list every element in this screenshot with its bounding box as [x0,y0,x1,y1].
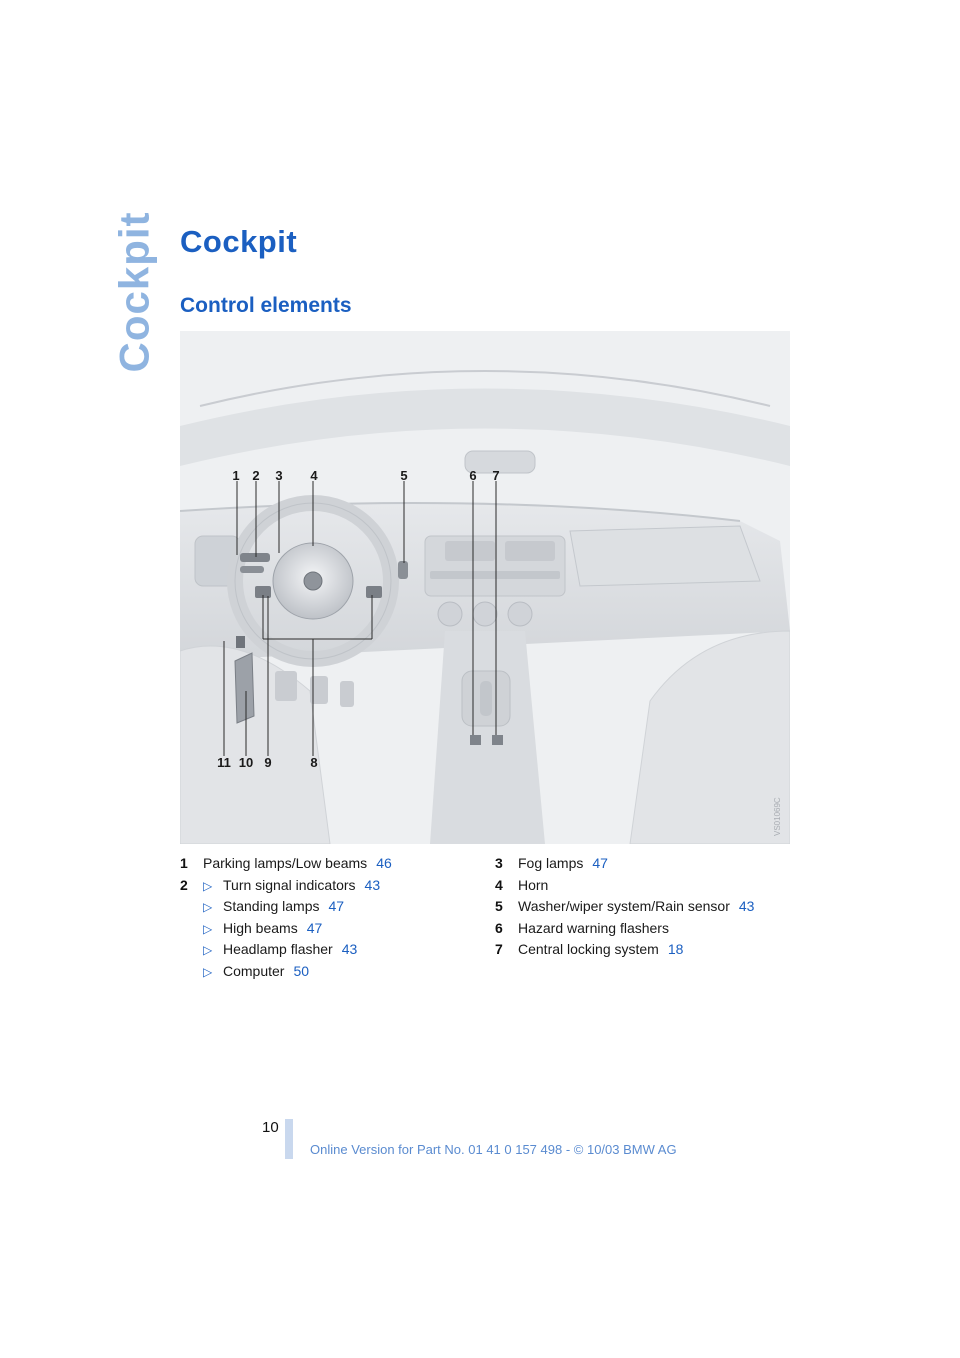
triangle-bullet-icon: ▷ [203,921,213,936]
callout-6: 6 [469,468,476,483]
triangle-bullet-icon: ▷ [203,878,213,893]
callout-2: 2 [252,468,259,483]
legend-left-column: 1 Parking lamps/Low beams 46 2 ▷ Turn si… [180,852,480,981]
callout-5: 5 [400,468,407,483]
page-reference-link[interactable]: 47 [592,855,608,871]
triangle-bullet-icon: ▷ [203,943,213,957]
page-reference-link[interactable]: 43 [364,876,381,893]
page-number: 10 [262,1119,279,1136]
page-reference-link[interactable]: 47 [328,898,345,914]
list-subitem: ▷ High beams 47 [180,917,480,939]
callout-11: 11 [217,755,231,770]
cockpit-drawing: 1 2 3 4 5 6 7 11 10 9 8 VS01069C [180,370,790,844]
list-subitem: ▷ Standing lamps 47 [180,895,480,917]
list-item: 3 Fog lamps 47 [495,852,795,874]
list-item: 5 Washer/wiper system/Rain sensor 43 [495,895,795,917]
callout-7: 7 [492,468,499,483]
callout-3: 3 [275,468,282,483]
section-title: Control elements [180,294,352,317]
list-item: 6 Hazard warning flashers [495,919,669,936]
page-reference-link[interactable]: 18 [667,941,684,957]
center-console [430,631,545,844]
callout-leaders [223,481,497,756]
page-reference-link[interactable]: 47 [306,919,323,936]
page-reference-link[interactable]: 43 [341,941,358,957]
callout-10: 10 [239,755,253,770]
list-subitem: ▷ Computer 50 [180,960,480,982]
callout-4: 4 [310,468,318,483]
cockpit-illustration: 1 2 3 4 5 6 7 11 10 9 8 VS01069C [180,331,790,844]
figure-code: VS01069C [773,797,782,836]
triangle-bullet-icon: ▷ [203,900,213,914]
side-chapter-tab: Cockpit [108,211,160,372]
list-item: 7 Central locking system 18 [495,938,795,960]
legend-right-column: 3 Fog lamps 47 4 Horn 5 Washer/wiper sys… [495,852,795,960]
page-title: Cockpit [180,224,298,259]
footer-accent-bar [285,1119,293,1159]
bmw-logo [303,571,323,591]
side-chapter-label: Cockpit [110,211,158,373]
list-subitem: ▷ Headlamp flasher 43 [180,938,480,960]
windshield-frame [180,388,790,466]
callout-9: 9 [264,755,271,770]
rearview-mirror [464,450,536,474]
page-reference-link[interactable]: 46 [376,855,392,871]
page-reference-link[interactable]: 43 [738,898,755,914]
callout-1: 1 [232,468,239,483]
page-reference-link[interactable]: 50 [293,962,310,979]
list-item: 1 Parking lamps/Low beams 46 [180,852,480,874]
list-item: 4 Horn [495,876,549,893]
list-item: 2 ▷ Turn signal indicators 43 [180,874,480,896]
triangle-bullet-icon: ▷ [203,964,213,979]
footer-text: Online Version for Part No. 01 41 0 157 … [310,1142,677,1157]
callout-8: 8 [310,755,317,770]
